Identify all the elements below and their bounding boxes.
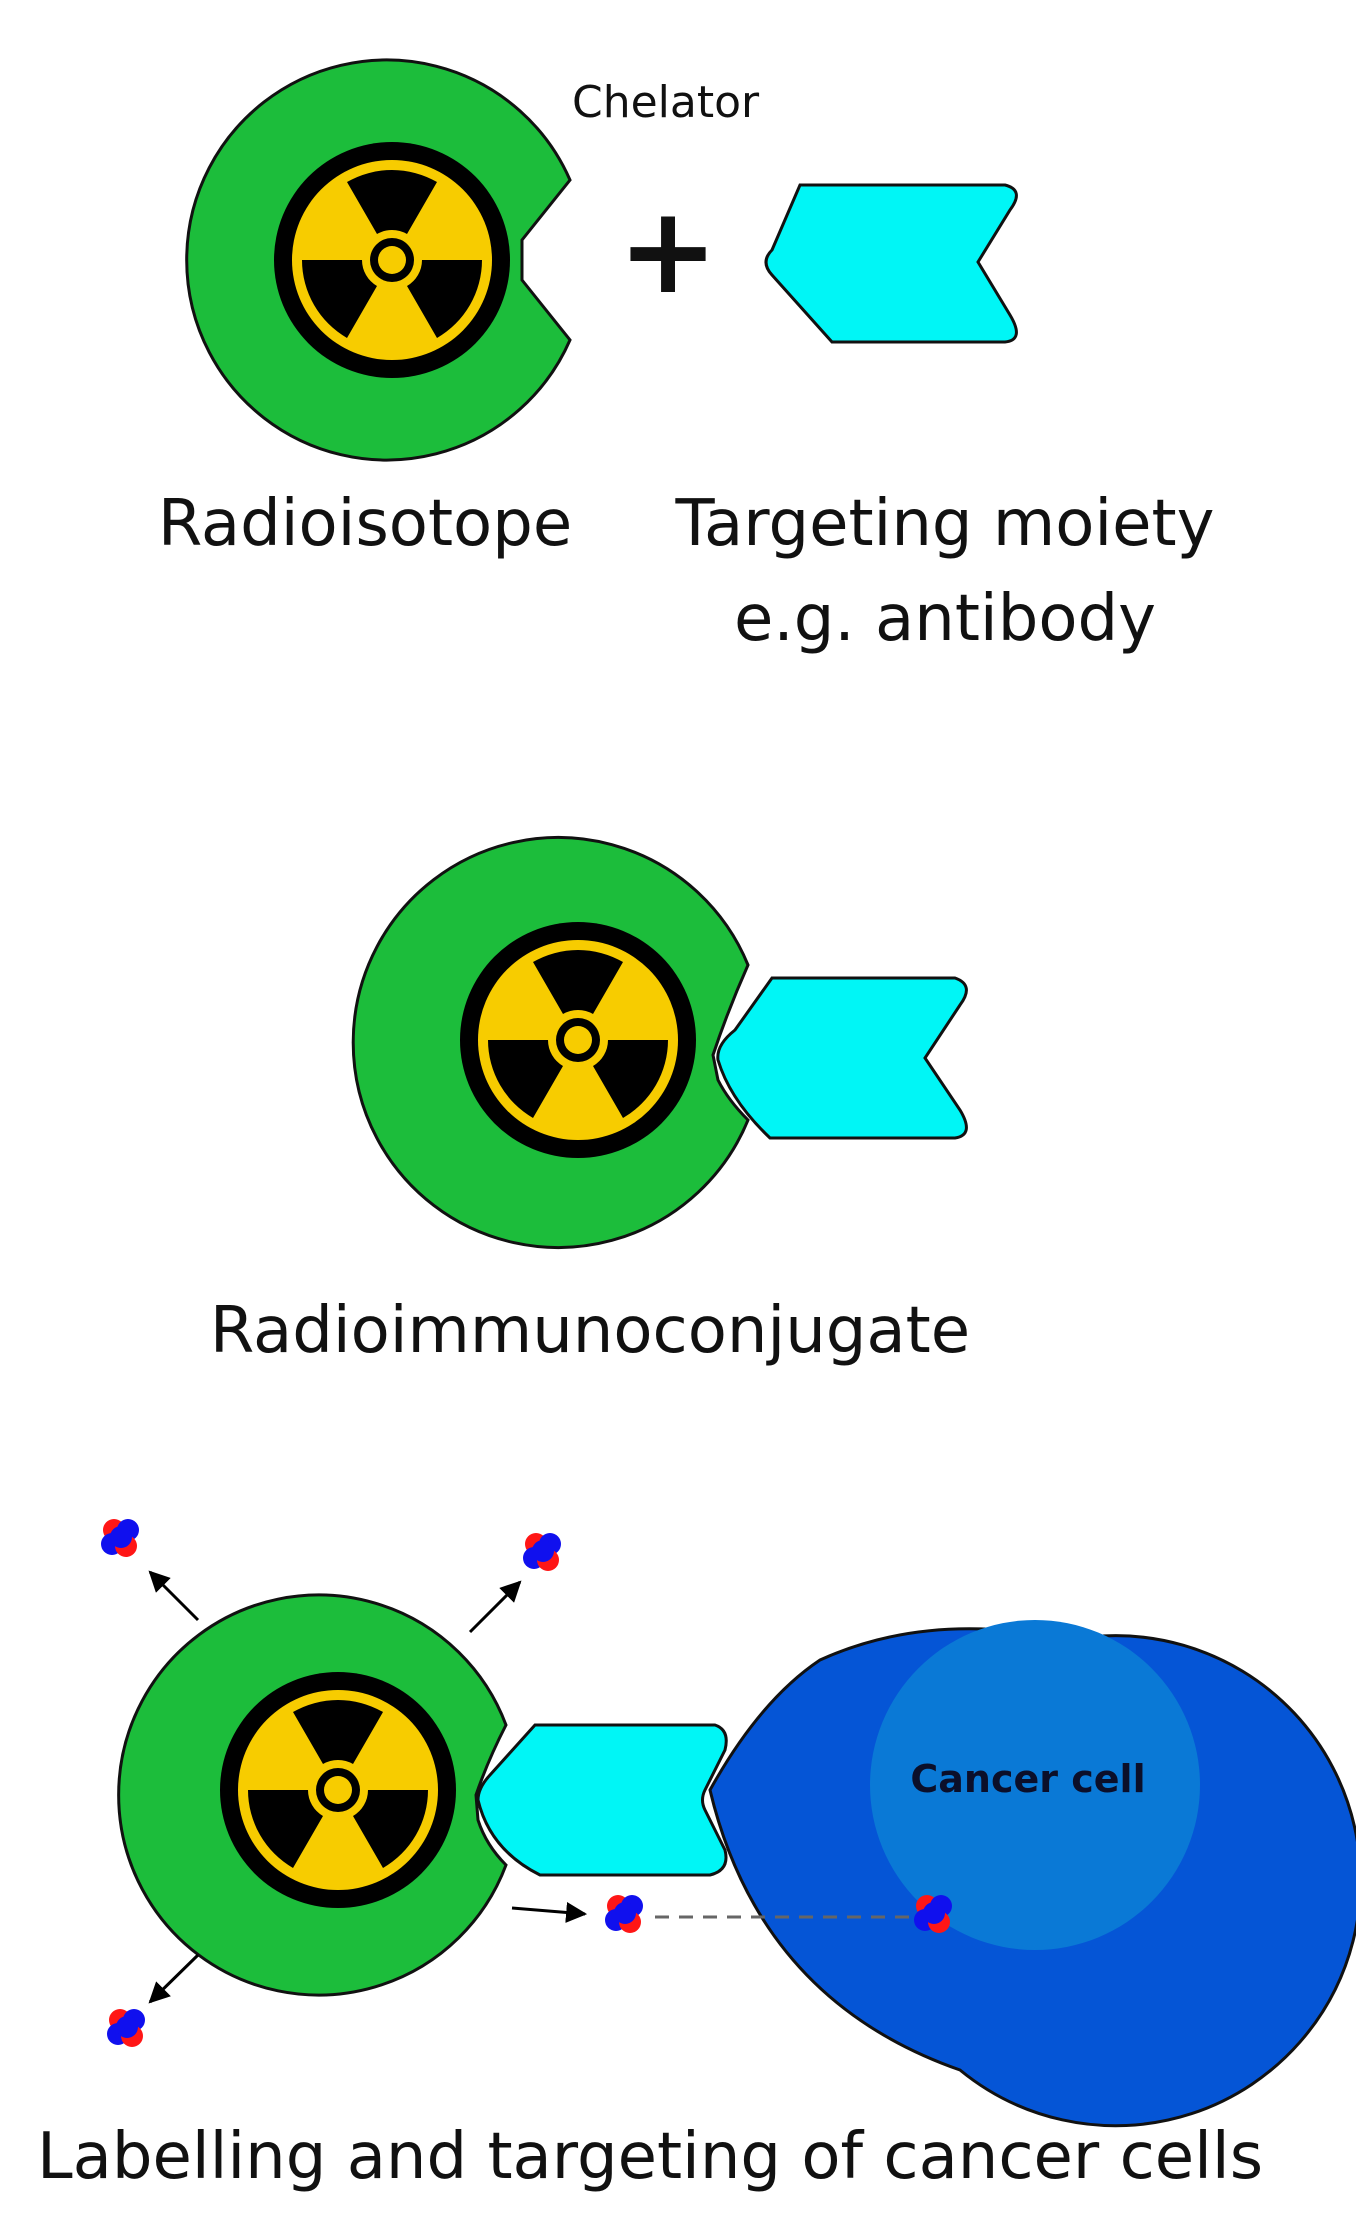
panel-targeting: Cancer cell Labelling and targetin [37,1519,1356,2194]
emission-arrow-right [511,1901,588,1923]
particle-lower-left [107,2009,145,2047]
emission-arrow-lower-left [148,1953,200,2004]
chelator-shape [185,58,572,462]
conjugate-radioisotope-symbol [460,922,696,1158]
cancer-cell-label: Cancer cell [910,1757,1145,1801]
bound-antibody [476,1723,728,1877]
conjugate-chelator [351,836,750,1249]
targeting-moiety-label: Targeting moiety [675,487,1215,561]
particle-sphere [923,1902,945,1924]
particle-emitted [605,1895,643,1933]
particle-sphere [614,1902,636,1924]
plus-sign: + [618,182,719,321]
chelator-label: Chelator [572,77,760,128]
targeting-example-label: e.g. antibody [734,582,1156,656]
particle-upper-left [101,1519,139,1557]
bound-radioisotope-symbol [220,1672,456,1908]
panel-components: Chelator + Radioisotope Targeting moiety… [158,58,1215,656]
conjugate-antibody [716,976,968,1140]
antibody-shape [764,183,1018,344]
emission-arrow-upper-right [468,1580,522,1634]
conjugate-label: Radioimmunoconjugate [210,1294,970,1368]
cancer-cell-nucleus [870,1620,1200,1950]
radioisotope-label: Radioisotope [158,487,572,561]
emission-arrow-upper-left [148,1570,200,1622]
particle-upper-right [523,1533,561,1571]
panel-conjugate: Radioimmunoconjugate [210,836,970,1368]
radioisotope-symbol [274,142,510,378]
particle-in-cell [914,1895,952,1933]
targeting-caption: Labelling and targeting of cancer cells [37,2120,1263,2194]
particle-sphere [532,1540,554,1562]
particle-sphere [110,1526,132,1548]
bound-chelator [117,1593,508,1997]
particle-sphere [116,2016,138,2038]
